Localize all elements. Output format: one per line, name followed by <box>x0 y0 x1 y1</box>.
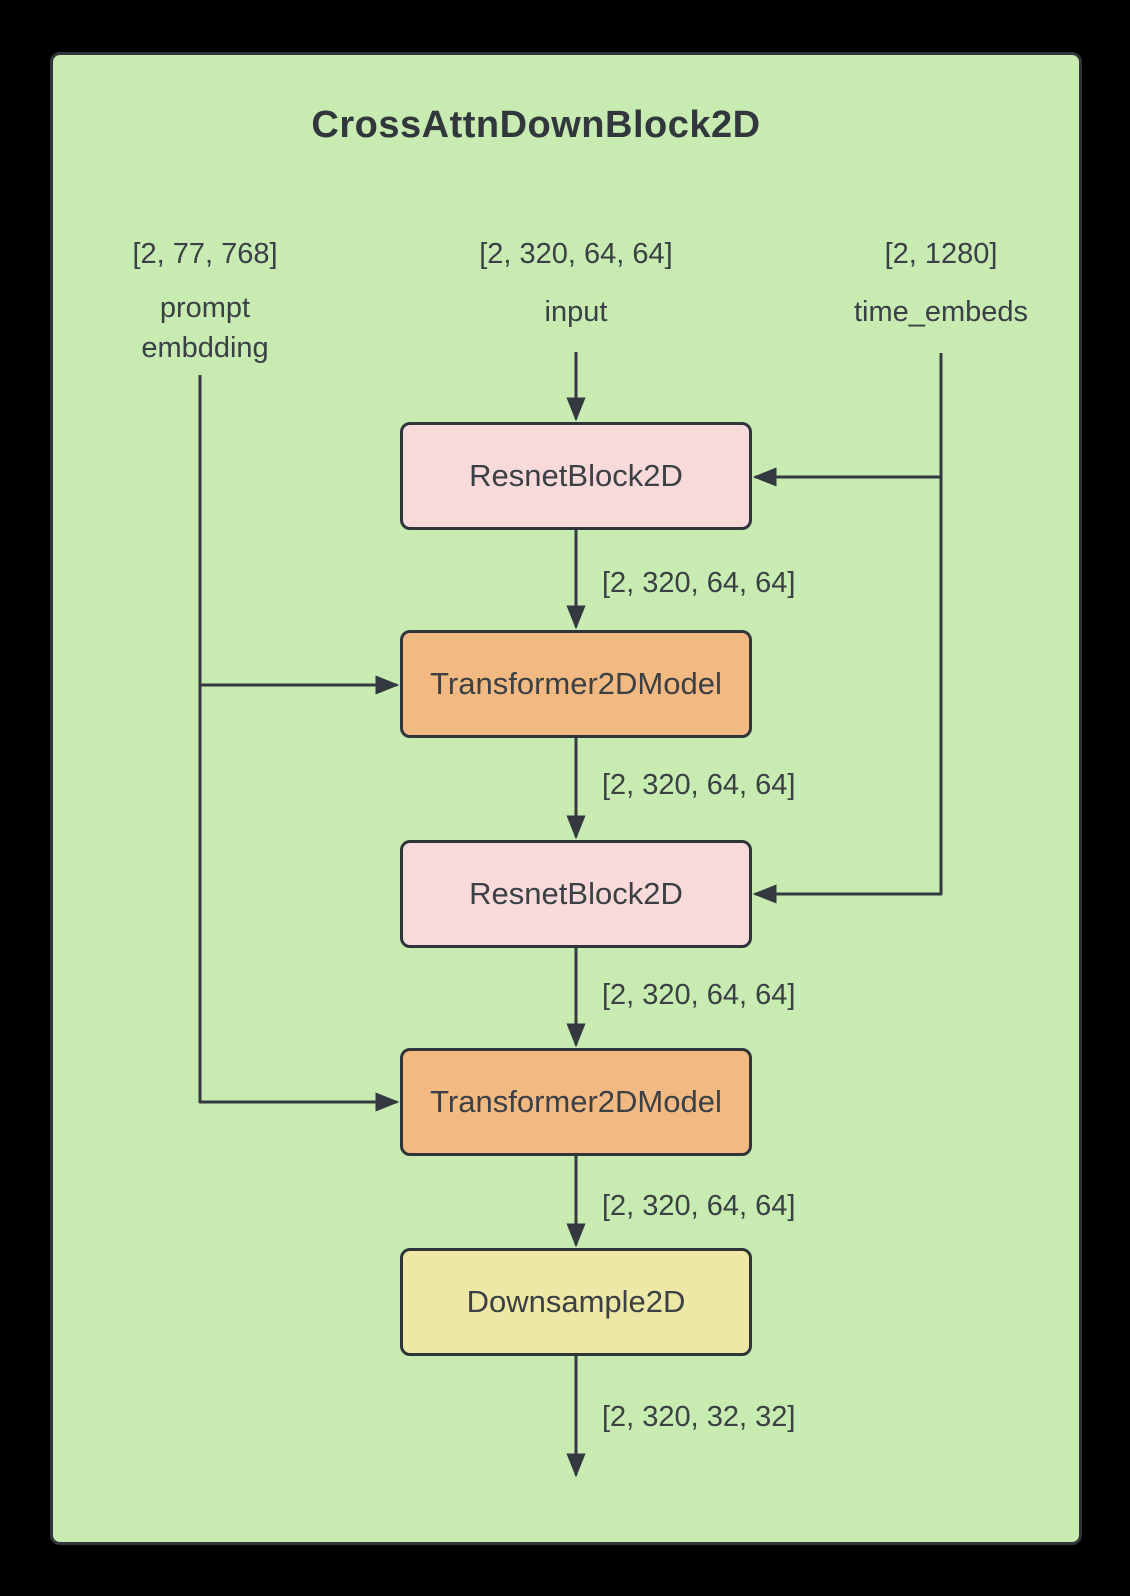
node-label: ResnetBlock2D <box>469 458 683 493</box>
source-input: [2, 320, 64, 64] input <box>426 236 726 332</box>
node-label: Transformer2DModel <box>430 666 722 701</box>
node-label: Downsample2D <box>466 1284 686 1319</box>
node-label: ResnetBlock2D <box>469 876 683 911</box>
edge-tensor-shape-3: [2, 320, 64, 64] <box>602 979 796 1011</box>
source-name-label: time_embeds <box>853 296 1029 328</box>
source-name-label: prompt embdding <box>141 292 269 364</box>
node-resnetblock2d-1: ResnetBlock2D <box>400 422 752 530</box>
source-time-embeds: [2, 1280] time_embeds <box>791 236 1091 332</box>
node-label: Transformer2DModel <box>430 1084 722 1119</box>
edge-tensor-shape-output: [2, 320, 32, 32] <box>602 1401 796 1433</box>
source-name-label: input <box>544 296 608 328</box>
node-resnetblock2d-2: ResnetBlock2D <box>400 840 752 948</box>
tensor-shape-label: [2, 1280] <box>884 238 998 270</box>
edge-tensor-shape-2: [2, 320, 64, 64] <box>602 769 796 801</box>
tensor-shape-label: [2, 320, 64, 64] <box>479 238 673 270</box>
node-transformer2dmodel-1: Transformer2DModel <box>400 630 752 738</box>
diagram-title: CrossAttnDownBlock2D <box>311 104 761 146</box>
node-transformer2dmodel-2: Transformer2DModel <box>400 1048 752 1156</box>
node-downsample2d: Downsample2D <box>400 1248 752 1356</box>
source-prompt-embedding: [2, 77, 768] prompt embdding <box>55 236 355 368</box>
edge-tensor-shape-1: [2, 320, 64, 64] <box>602 567 796 599</box>
edge-tensor-shape-4: [2, 320, 64, 64] <box>602 1190 796 1222</box>
tensor-shape-label: [2, 77, 768] <box>132 238 278 270</box>
